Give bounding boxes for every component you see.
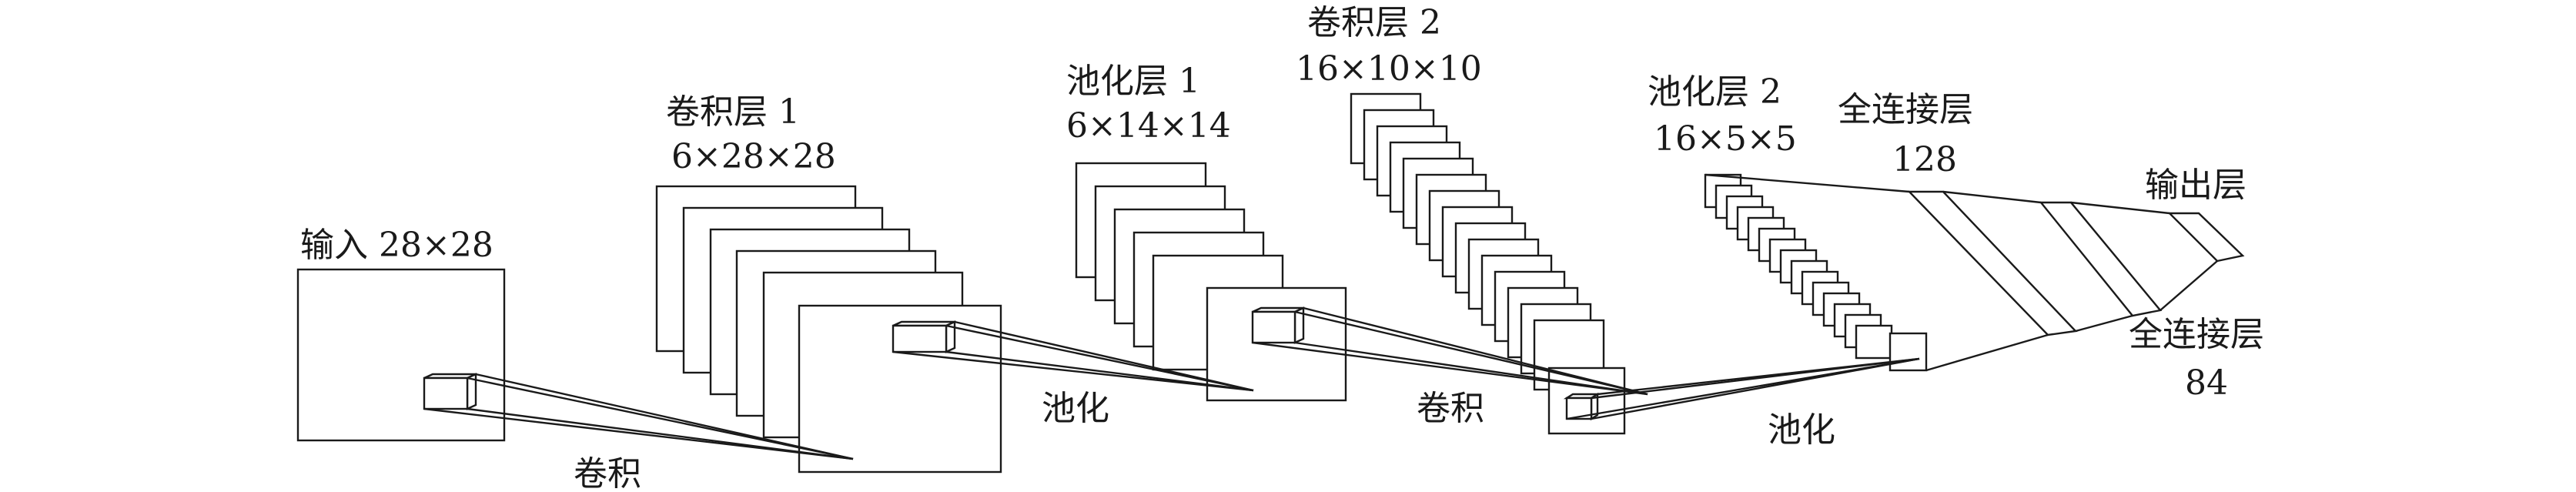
output-title: 输出层 <box>2145 166 2246 205</box>
pool1-dims: 6×14×14 <box>1066 106 1231 146</box>
input-layer: 输入 28×28 <box>296 226 506 442</box>
input-receptive-field <box>423 373 477 410</box>
fc2-block <box>2039 201 2163 317</box>
conv1-dims: 6×28×28 <box>671 137 836 176</box>
op-pool-label-2: 池化 <box>1768 410 1835 450</box>
pool1-map-6 <box>1206 286 1347 402</box>
conv1-receptive-field <box>892 320 956 353</box>
pool2-layer: 池化层 2 16×5×5 <box>1648 72 1928 372</box>
pool1-layer: 池化层 1 6×14×14 <box>1066 62 1347 402</box>
conv2-receptive-field <box>1563 392 1601 421</box>
connection-lines <box>423 306 1920 460</box>
conv2-layer: 卷积层 2 16×10×10 <box>1296 3 1626 435</box>
fully-connected-layers: 全连接层 128 全连接层 84 输出层 <box>1705 90 2264 403</box>
pool2-dims: 16×5×5 <box>1654 119 1797 159</box>
pool1-title: 池化层 1 <box>1066 62 1200 101</box>
conv2-dims: 16×10×10 <box>1296 49 1482 89</box>
pool1-receptive-field <box>1251 306 1305 344</box>
pool2-map-16 <box>1889 332 1928 372</box>
input-map <box>296 268 506 442</box>
operation-labels: 卷积 池化 卷积 池化 <box>574 389 1835 492</box>
fc1-title: 全连接层 <box>1838 90 1973 129</box>
pool2-title: 池化层 2 <box>1648 72 1781 112</box>
fc1-size: 128 <box>1892 140 1957 179</box>
output-block <box>2167 212 2245 263</box>
conv1-title: 卷积层 1 <box>666 92 800 132</box>
fc2-title: 全连接层 <box>2129 315 2264 354</box>
conv2-title: 卷积层 2 <box>1307 3 1441 42</box>
op-pool-label-1: 池化 <box>1042 389 1109 428</box>
fc2-size: 84 <box>2185 363 2228 403</box>
op-conv-label-1: 卷积 <box>574 454 641 492</box>
op-conv-label-2: 卷积 <box>1417 389 1484 428</box>
pool2-map-15 <box>1855 324 1893 360</box>
input-label: 输入 28×28 <box>300 226 493 265</box>
conv1-layer: 卷积层 1 6×28×28 <box>655 92 1002 474</box>
